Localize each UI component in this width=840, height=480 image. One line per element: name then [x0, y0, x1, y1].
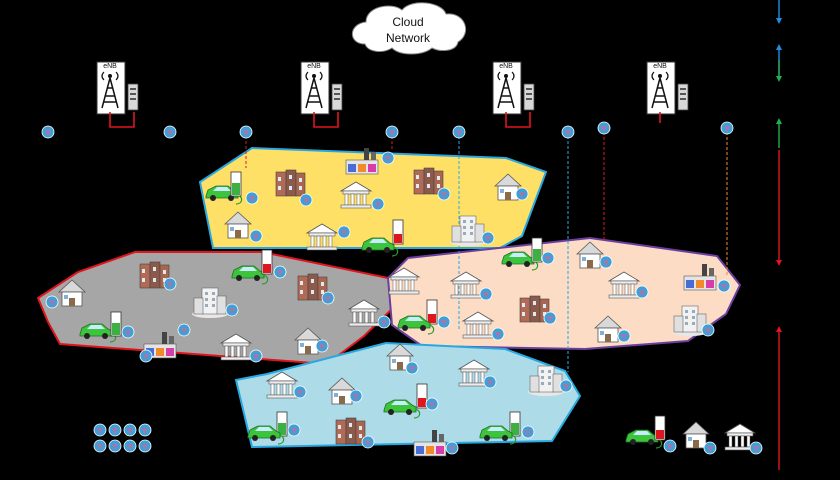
wireless-device-icon [337, 225, 351, 239]
wireless-device-icon [381, 151, 395, 165]
wireless-device-icon [452, 125, 466, 139]
wireless-device-icon [749, 441, 763, 455]
wireless-device-icon [349, 389, 363, 403]
enb-1: eNB [96, 61, 139, 128]
wireless-device-icon [138, 423, 152, 437]
battery-icon [230, 171, 242, 197]
battery-icon [392, 219, 404, 245]
cloud-network: Cloud Network [351, 2, 467, 55]
cloud-label-line2: Network [386, 31, 431, 45]
cell-bottom [234, 341, 582, 449]
wireless-device-icon [41, 125, 55, 139]
wireless-device-icon [293, 385, 307, 399]
wireless-device-icon [138, 439, 152, 453]
wireless-device-icon [543, 311, 557, 325]
wireless-device-icon [315, 339, 329, 353]
wireless-device-icon [483, 375, 497, 389]
battery-icon [654, 415, 666, 441]
wireless-device-icon [108, 439, 122, 453]
wireless-device-icon [481, 231, 495, 245]
townhouse-icon [275, 169, 306, 197]
wireless-device-icon [521, 425, 535, 439]
top-devices [41, 121, 734, 139]
battery-icon [426, 299, 438, 325]
wireless-device-icon [479, 287, 493, 301]
battery-icon [531, 237, 543, 263]
enb-4: eNB [646, 61, 689, 123]
wireless-device-icon [273, 265, 287, 279]
wireless-device-icon [437, 187, 451, 201]
wireless-device-icon [425, 397, 439, 411]
wireless-device-icon [635, 285, 649, 299]
wireless-device-icon [515, 187, 529, 201]
battery-icon [416, 383, 428, 409]
wireless-device-icon [163, 125, 177, 139]
wireless-device-icon [701, 323, 715, 337]
device-grid-legend [93, 423, 152, 453]
wireless-device-icon [177, 323, 191, 337]
wireless-device-icon [123, 423, 137, 437]
wireless-device-icon [299, 193, 313, 207]
wireless-device-icon [445, 441, 459, 455]
wireless-device-icon [321, 291, 335, 305]
wireless-device-icon [139, 349, 153, 363]
townhouse-icon [335, 417, 366, 445]
wireless-device-icon [599, 255, 613, 269]
wireless-device-icon [561, 125, 575, 139]
battery-icon [261, 249, 273, 275]
wireless-device-icon [720, 121, 734, 135]
townhouse-icon [413, 167, 444, 195]
enb-2: eNB [300, 61, 343, 128]
wireless-device-icon [437, 315, 451, 329]
wireless-device-icon [617, 329, 631, 343]
wireless-device-icon [163, 277, 177, 291]
wireless-device-icon [371, 197, 385, 211]
right-arrow-column [776, 0, 782, 470]
wireless-device-icon [717, 279, 731, 293]
wireless-device-icon [93, 423, 107, 437]
cloud-label-line1: Cloud [392, 15, 423, 29]
wireless-device-icon [287, 423, 301, 437]
wireless-device-icon [108, 423, 122, 437]
wireless-device-icon [245, 191, 259, 205]
enb-label: eNB [103, 63, 117, 70]
wireless-device-icon [239, 125, 253, 139]
wireless-device-icon [249, 229, 263, 243]
wireless-device-icon [123, 439, 137, 453]
battery-icon [110, 311, 122, 337]
enb-label: eNB [499, 63, 513, 70]
wireless-device-icon [541, 251, 555, 265]
enb-label: eNB [653, 63, 667, 70]
cloud-icon [351, 2, 467, 55]
wireless-device-icon [405, 361, 419, 375]
wireless-device-icon [225, 303, 239, 317]
wireless-device-icon [249, 349, 263, 363]
wireless-device-icon [559, 379, 573, 393]
wireless-device-icon [491, 327, 505, 341]
wireless-device-icon [121, 325, 135, 339]
wireless-device-icon [703, 441, 717, 455]
legend-items [625, 415, 763, 455]
wireless-device-icon [93, 439, 107, 453]
wireless-device-icon [597, 121, 611, 135]
wireless-device-icon [663, 439, 677, 453]
enb-3: eNB [492, 61, 535, 128]
wireless-device-icon [361, 435, 375, 449]
enb-label: eNB [307, 63, 321, 70]
wireless-device-icon [385, 125, 399, 139]
wireless-device-icon [45, 295, 59, 309]
wireless-device-icon [377, 315, 391, 329]
